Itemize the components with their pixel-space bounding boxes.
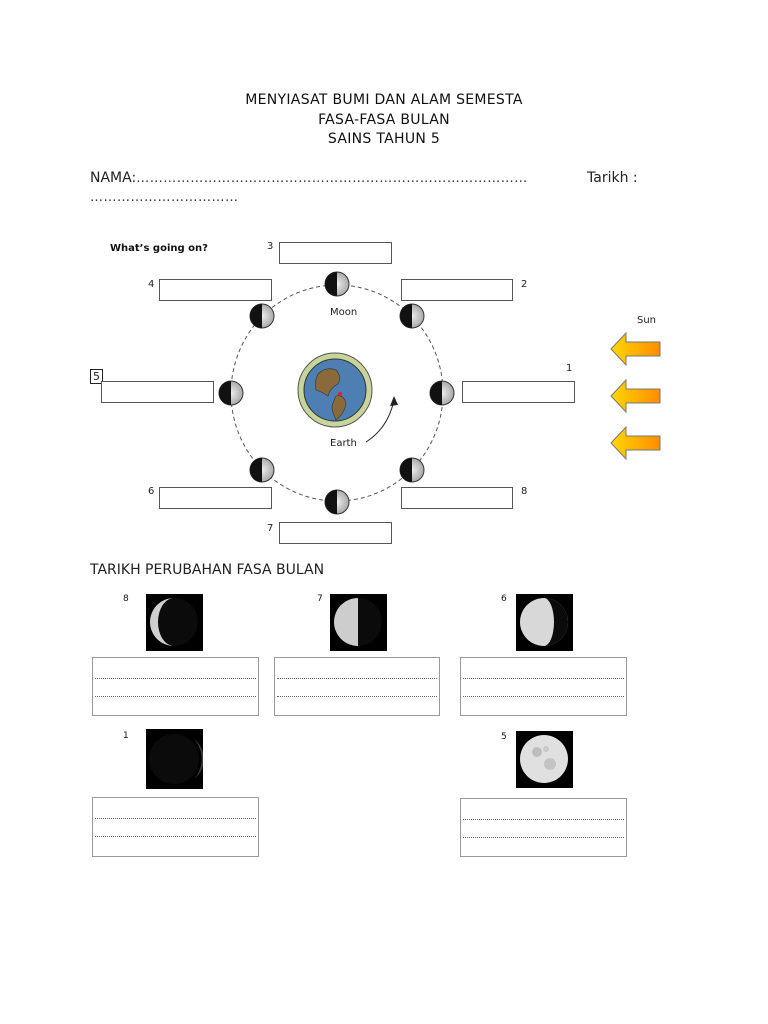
card-number-1: 1 xyxy=(123,731,129,741)
phase-number-8: 8 xyxy=(521,486,528,497)
date-write-box-1[interactable] xyxy=(92,797,259,857)
date-write-box-7[interactable] xyxy=(274,657,440,716)
date-write-box-5[interactable] xyxy=(460,798,627,857)
title-line-1: MENYIASAT BUMI DAN ALAM SEMESTA xyxy=(245,92,523,108)
title-line-2: FASA-FASA BULAN xyxy=(318,112,450,128)
answer-box-2[interactable] xyxy=(401,279,513,301)
moon-icon-top-left xyxy=(249,303,275,329)
moon-icon-bottom-right xyxy=(399,457,425,483)
phase-number-5: 5 xyxy=(90,369,103,384)
moon-phase-diagram: What’s going on? Moon Earth Sun 1 2 3 4 … xyxy=(90,232,680,552)
answer-box-1[interactable] xyxy=(462,381,575,403)
phase-number-1: 1 xyxy=(566,363,573,374)
card-number-7: 7 xyxy=(317,594,323,604)
full-moon-image xyxy=(516,731,573,788)
earth-icon xyxy=(297,352,373,428)
earth-label: Earth xyxy=(330,438,357,449)
title-line-3: SAINS TAHUN 5 xyxy=(327,131,441,147)
phase-number-7: 7 xyxy=(267,523,274,534)
moon-icon-right xyxy=(429,380,455,406)
moon-orbit-svg xyxy=(218,271,661,515)
nama-label: NAMA: xyxy=(90,170,137,186)
moon-icon-bottom xyxy=(324,489,350,515)
moon-icon-top xyxy=(324,271,350,297)
answer-box-7[interactable] xyxy=(279,522,392,544)
last-quarter-moon-image xyxy=(330,594,387,651)
new-moon-image xyxy=(146,729,204,789)
card-number-8: 8 xyxy=(123,594,129,604)
section-title: TARIKH PERUBAHAN FASA BULAN xyxy=(90,562,325,578)
phase-number-3: 3 xyxy=(267,241,274,252)
sun-label: Sun xyxy=(637,315,657,326)
sun-arrow-icon-3 xyxy=(610,425,661,461)
answer-box-5[interactable] xyxy=(101,381,214,403)
answer-box-8[interactable] xyxy=(401,487,513,509)
waning-gibbous-moon-image xyxy=(516,594,573,651)
nama-dots: …………………………………………………………………………… xyxy=(136,171,528,186)
tarikh-dots: …………………………… xyxy=(90,190,239,205)
answer-box-4[interactable] xyxy=(159,279,272,301)
sun-arrow-icon-1 xyxy=(610,331,661,367)
nama-row: NAMA:…………………………………………………………………………… xyxy=(90,170,528,186)
waning-crescent-moon-image xyxy=(146,594,203,651)
diagram-heading: What’s going on? xyxy=(110,243,208,254)
answer-box-3[interactable] xyxy=(279,242,392,264)
phase-number-4: 4 xyxy=(148,279,155,290)
date-write-box-8[interactable] xyxy=(92,657,259,716)
date-write-box-6[interactable] xyxy=(460,657,627,716)
sun-arrow-icon-2 xyxy=(610,378,661,414)
tarikh-label: Tarikh : xyxy=(587,170,638,186)
moon-icon-bottom-left xyxy=(249,457,275,483)
moon-label: Moon xyxy=(330,307,358,318)
card-number-6: 6 xyxy=(501,594,507,604)
answer-box-6[interactable] xyxy=(159,487,272,509)
moon-icon-left xyxy=(218,380,244,406)
moon-icon-top-right xyxy=(399,303,425,329)
phase-number-2: 2 xyxy=(521,279,528,290)
phase-number-6: 6 xyxy=(148,486,155,497)
card-number-5: 5 xyxy=(501,732,507,742)
